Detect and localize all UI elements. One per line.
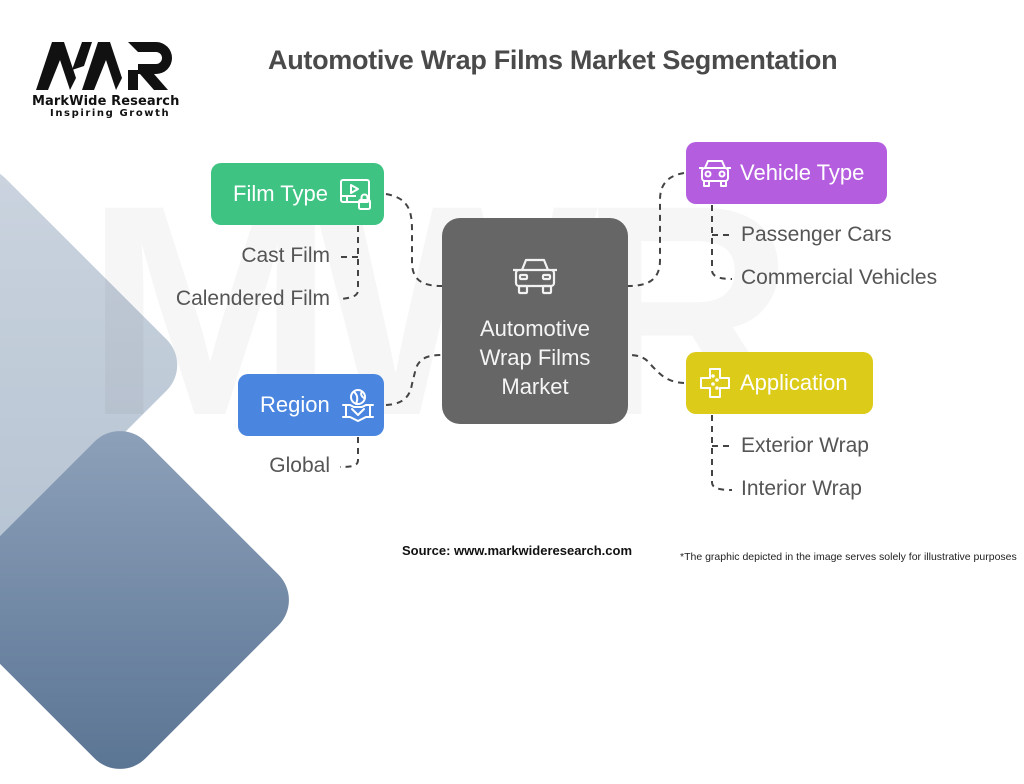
mwr-logo-mark-icon (36, 42, 172, 90)
connector-lines (339, 172, 733, 491)
segment-item: Cast Film (241, 244, 330, 267)
brand-name: MarkWide Research (32, 94, 180, 109)
segment-item: Interior Wrap (741, 477, 862, 500)
center-label: Automotive Wrap Films Market (442, 314, 628, 401)
disclaimer-text: *The graphic depicted in the image serve… (680, 551, 1017, 563)
brand-logo: MarkWide Research Inspiring Growth (32, 40, 192, 119)
center-node: Automotive Wrap Films Market (442, 218, 628, 424)
brand-tagline: Inspiring Growth (50, 108, 171, 119)
center-label-line-3: Market (501, 374, 569, 399)
segment-film-type: Film Type (211, 163, 384, 225)
car-icon (698, 157, 732, 189)
segment-item: Global (269, 454, 330, 477)
segment-item: Exterior Wrap (741, 434, 869, 457)
segment-region-label: Region (260, 392, 330, 417)
segment-application-label: Application (740, 370, 848, 395)
segment-region: Region (238, 374, 384, 436)
source-text: Source: www.markwideresearch.com (402, 543, 633, 558)
segment-item: Commercial Vehicles (741, 266, 938, 289)
center-label-line-2: Wrap Films (479, 345, 591, 370)
segment-vehicle-type-label: Vehicle Type (740, 160, 865, 185)
segment-item: Passenger Cars (741, 223, 892, 246)
segment-vehicle-type: Vehicle Type (686, 142, 887, 204)
segment-film-type-label: Film Type (233, 181, 328, 206)
car-icon (510, 256, 560, 303)
segment-item: Calendered Film (175, 287, 330, 310)
film-lock-icon (338, 176, 374, 212)
bandage-cross-icon (698, 366, 732, 400)
center-label-line-1: Automotive (479, 316, 591, 341)
page-title: Automotive Wrap Films Market Segmentatio… (268, 45, 838, 75)
segment-application: Application (686, 352, 873, 414)
globe-hands-icon (340, 387, 376, 423)
